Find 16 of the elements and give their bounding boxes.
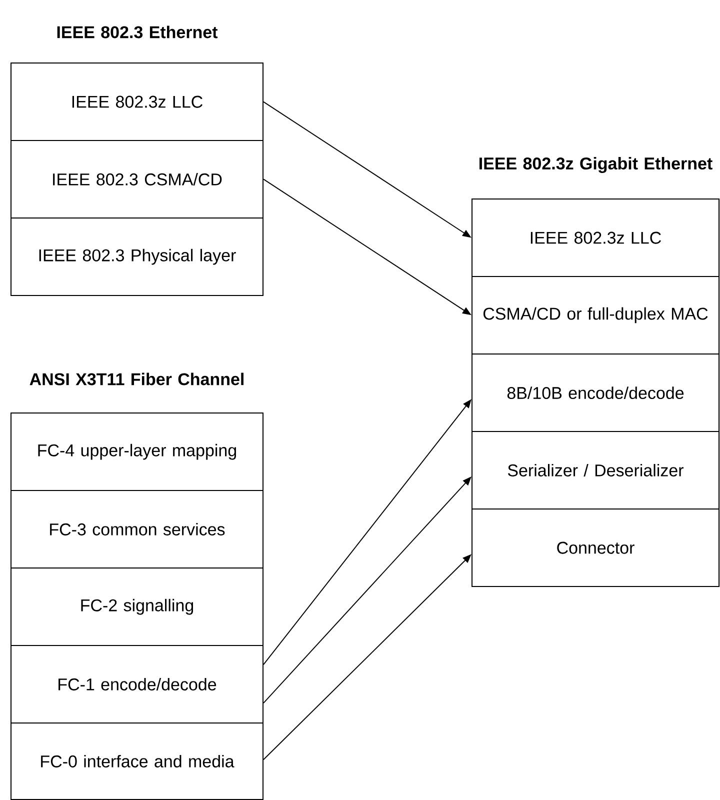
layer-box: IEEE 802.3z LLC — [10, 62, 264, 142]
layer-box: IEEE 802.3z LLC — [472, 198, 720, 278]
stack-heading: ANSI X3T11 Fiber Channel — [30, 372, 244, 386]
stack-heading: IEEE 802.3 Ethernet — [57, 26, 218, 38]
layer-box: FC-4 upper-layer mapping — [10, 412, 264, 492]
layer-box: FC-0 interface and media — [10, 722, 264, 800]
layer-box: Connector — [472, 508, 720, 588]
stack-heading: IEEE 802.3z Gigabit Ethernet — [480, 157, 712, 173]
layer-box: IEEE 802.3 Physical layer — [10, 218, 264, 296]
layer-box: CSMA/CD or full-duplex MAC — [472, 276, 720, 354]
layer-box: Serializer / Deserializer — [472, 430, 720, 510]
layer-box: FC-1 encode/decode — [10, 644, 264, 724]
layer-box: IEEE 802.3 CSMA/CD — [10, 140, 264, 218]
layer-box: FC-2 signalling — [10, 568, 264, 646]
layer-box: 8B/10B encode/decode — [472, 354, 720, 432]
layer-box: FC-3 common services — [10, 490, 264, 568]
